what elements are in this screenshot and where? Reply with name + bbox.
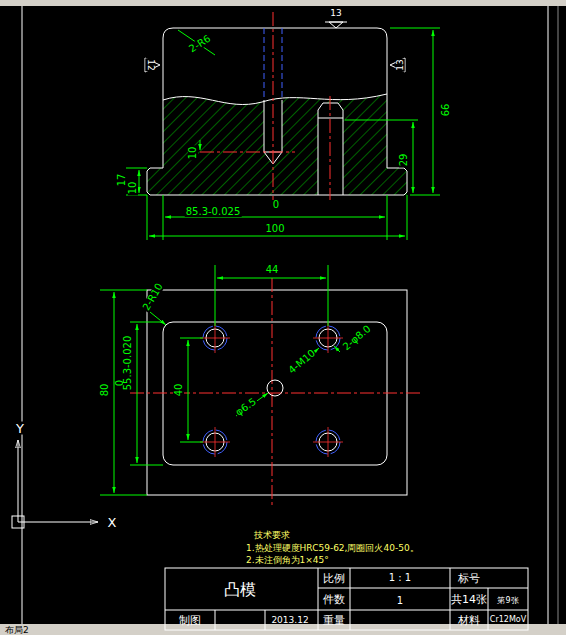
frame-line [558, 6, 559, 624]
title-block [165, 568, 528, 630]
dimension: φ6.5 [233, 396, 259, 418]
dimension: 100 [264, 224, 285, 234]
dimensions [126, 28, 440, 240]
dimension: 44 [265, 265, 280, 275]
table-cell: 重量 [322, 615, 346, 626]
dimensions [100, 265, 340, 495]
roughness-mark: 13 [329, 9, 342, 18]
dimension: 85.3-0.025 [185, 207, 242, 217]
frame-line [548, 6, 549, 624]
table-cell: 2013.12 [270, 616, 309, 625]
dimension: 2-R6 [187, 33, 214, 55]
dimension: 4-M10 [286, 347, 318, 376]
top-view [130, 278, 420, 505]
dimension: 66 [441, 103, 451, 118]
table-cell: 标号 [457, 573, 481, 584]
table-cell: 共14张 [450, 594, 488, 605]
frame-line [22, 6, 23, 624]
table-cell: 材料 [457, 615, 481, 626]
dimension: 10 [128, 181, 138, 196]
ucs-icon [12, 440, 98, 528]
table-cell: 第9张 [496, 597, 519, 605]
section-mark: 13 [396, 58, 405, 71]
dimension: 55.3-0.020 [123, 335, 133, 392]
table-cell: 制图 [178, 615, 202, 626]
front-view [145, 12, 407, 200]
axis-label: Y [15, 422, 25, 435]
toolbar [0, 0, 566, 6]
table-cell: 比例 [322, 573, 346, 584]
part-name: 凸模 [223, 582, 257, 598]
dimension: 2-φ8.0 [341, 323, 374, 353]
note-heading: 技术要求 [253, 531, 291, 540]
section-mark: 12 [146, 58, 155, 71]
table-cell: Cr12MoV [489, 616, 527, 624]
dimension: 0 [272, 200, 280, 210]
table-cell: 1 : 1 [388, 573, 412, 583]
table-cell: 1 [396, 596, 404, 606]
axis-label: X [107, 516, 118, 529]
dimension: 29 [399, 153, 409, 168]
dimension: 17 [117, 173, 127, 188]
dimension: 80 [100, 383, 110, 398]
dimension: 10 [188, 146, 198, 161]
note: 1.热处理硬度HRC59-62,周圈回火40-50。 [245, 544, 420, 553]
table-cell: 件数 [322, 594, 346, 605]
note: 2.未注倒角为1×45° [245, 556, 330, 565]
dimension: 2-R10 [141, 281, 165, 313]
dimension: 40 [174, 383, 184, 398]
layout-tab: 布局2 [4, 626, 30, 635]
